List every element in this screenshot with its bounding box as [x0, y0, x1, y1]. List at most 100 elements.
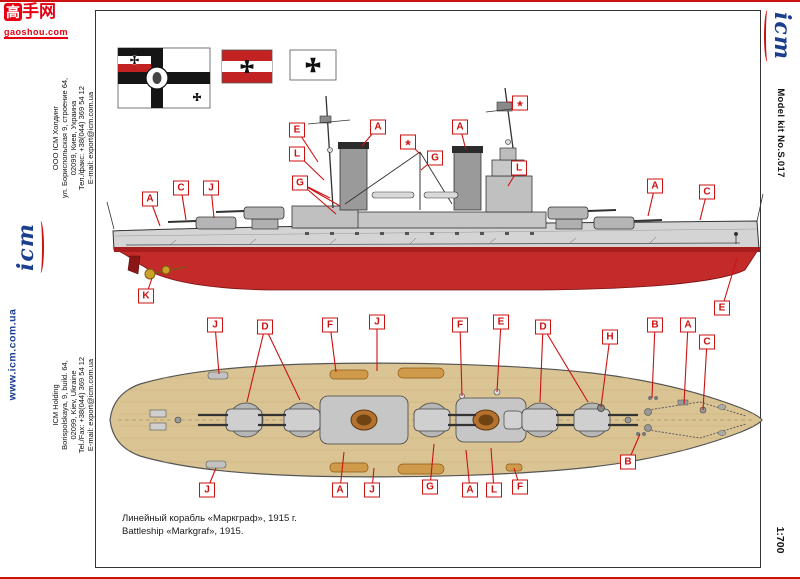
- conning-tower: [499, 147, 517, 161]
- foremast: [504, 87, 514, 149]
- leader-line: [542, 326, 589, 403]
- turret-3-midships: [413, 402, 476, 438]
- callout-b: B: [647, 317, 663, 333]
- hawse-pipe: [717, 430, 727, 436]
- watermark-logo-row: 高手网: [4, 3, 68, 22]
- callout-j: J: [199, 482, 215, 498]
- callout-c: C: [699, 184, 715, 200]
- searchlight-icon: [505, 139, 511, 145]
- bollard-icon: [642, 432, 646, 436]
- callout-c: C: [699, 334, 715, 350]
- white-iron-cross-flag: [289, 49, 337, 81]
- fore-funnel-cap: [452, 146, 483, 153]
- prussian-eagle-icon: [152, 72, 162, 84]
- callout-e: E: [714, 300, 730, 316]
- waterline-stripe: [114, 247, 760, 252]
- callout-j: J: [369, 314, 385, 330]
- aft-turret: [195, 216, 237, 230]
- ship-boat-plan: [397, 367, 445, 379]
- casemate-ports: [305, 232, 534, 235]
- anchor-chain-plan: [647, 401, 747, 417]
- searchlight-icon: [327, 147, 333, 153]
- callout-j: J: [203, 180, 219, 196]
- skylight: [149, 422, 167, 431]
- drawing-frame: [95, 10, 761, 568]
- callout-a: A: [370, 119, 386, 135]
- ship-caption: Линейный корабль «Маркграф», 1915 г. Bat…: [122, 512, 297, 539]
- callout-f: F: [512, 479, 528, 495]
- bollard-icon: [648, 396, 652, 400]
- leader-line: [683, 324, 689, 405]
- callout-a: A: [452, 119, 468, 135]
- callout-a: A: [142, 191, 158, 207]
- ship-boat-plan: [505, 463, 523, 472]
- capstan-icon: [174, 416, 182, 424]
- leader-line: [246, 326, 266, 403]
- bottom-red-rule: [0, 577, 800, 579]
- leader-line: [496, 321, 502, 393]
- gun-barrels: [633, 219, 663, 222]
- torpedo-net-boom: [125, 242, 741, 246]
- callout-a: A: [332, 482, 348, 498]
- gaoshou-watermark: 高手网 gaoshou.com: [4, 3, 69, 40]
- stern-flagstaff: [106, 201, 115, 230]
- callout-f: F: [452, 317, 468, 333]
- leader-line: [329, 324, 337, 373]
- watermark-boxed-char: 高: [4, 3, 22, 21]
- turret-1-aft: [198, 402, 264, 438]
- ship-boat-plan: [329, 369, 369, 380]
- callout-b: B: [620, 454, 636, 470]
- propeller-icon: [161, 265, 171, 275]
- anchor-icon: [734, 232, 738, 236]
- ship-boat-plan: [329, 462, 369, 473]
- callout-a: A: [462, 482, 478, 498]
- leader-line: [721, 257, 738, 309]
- imperial-jack-flag: [221, 49, 273, 84]
- leader-line: [264, 326, 301, 401]
- stern-boat-davit: [207, 371, 229, 380]
- flags-group: [117, 47, 337, 109]
- fore-funnel-opening: [478, 414, 494, 426]
- ship-boat-plan: [397, 463, 445, 475]
- bow-jackstaff: [756, 193, 764, 222]
- leader-line: [459, 324, 463, 397]
- top-red-rule: [0, 0, 800, 2]
- callout-star: *: [512, 95, 528, 114]
- caption-russian: Линейный корабль «Маркграф», 1915 г.: [122, 513, 297, 524]
- gun-barrels: [587, 209, 617, 212]
- capstan-icon: [644, 424, 652, 432]
- watermark-domain: gaoshou.com: [4, 27, 69, 39]
- callout-a: A: [647, 178, 663, 194]
- callout-g: G: [427, 150, 443, 166]
- mainmast-yard: [307, 119, 351, 125]
- boat-crane-boom: [344, 151, 421, 205]
- aft-funnel-cap: [338, 142, 369, 149]
- net-boom-ticks: [169, 236, 657, 246]
- callout-h: H: [602, 329, 618, 345]
- callout-a: A: [680, 317, 696, 333]
- leader-line: [539, 326, 544, 403]
- leader-line: [651, 324, 656, 399]
- chain-stopper: [677, 399, 689, 406]
- callout-g: G: [292, 175, 308, 191]
- callout-l: L: [289, 146, 305, 162]
- callout-e: E: [289, 122, 305, 138]
- capstan-icon: [624, 416, 632, 424]
- ship-boat: [423, 191, 459, 199]
- callout-l: L: [486, 482, 502, 498]
- callout-d: D: [257, 319, 273, 335]
- aft-deckhouse: [291, 205, 359, 229]
- german-imperial-war-ensign-flag: [117, 47, 211, 109]
- ship-boat: [371, 191, 415, 199]
- battleship-side-view: [106, 87, 764, 291]
- callout-star: *: [400, 134, 416, 153]
- callout-l: L: [511, 160, 527, 176]
- rudder: [127, 255, 141, 275]
- forward-turret: [593, 216, 635, 230]
- forward-bridge: [485, 175, 533, 213]
- turret-2-aft-superfiring: [258, 402, 321, 438]
- callout-e: E: [493, 314, 509, 330]
